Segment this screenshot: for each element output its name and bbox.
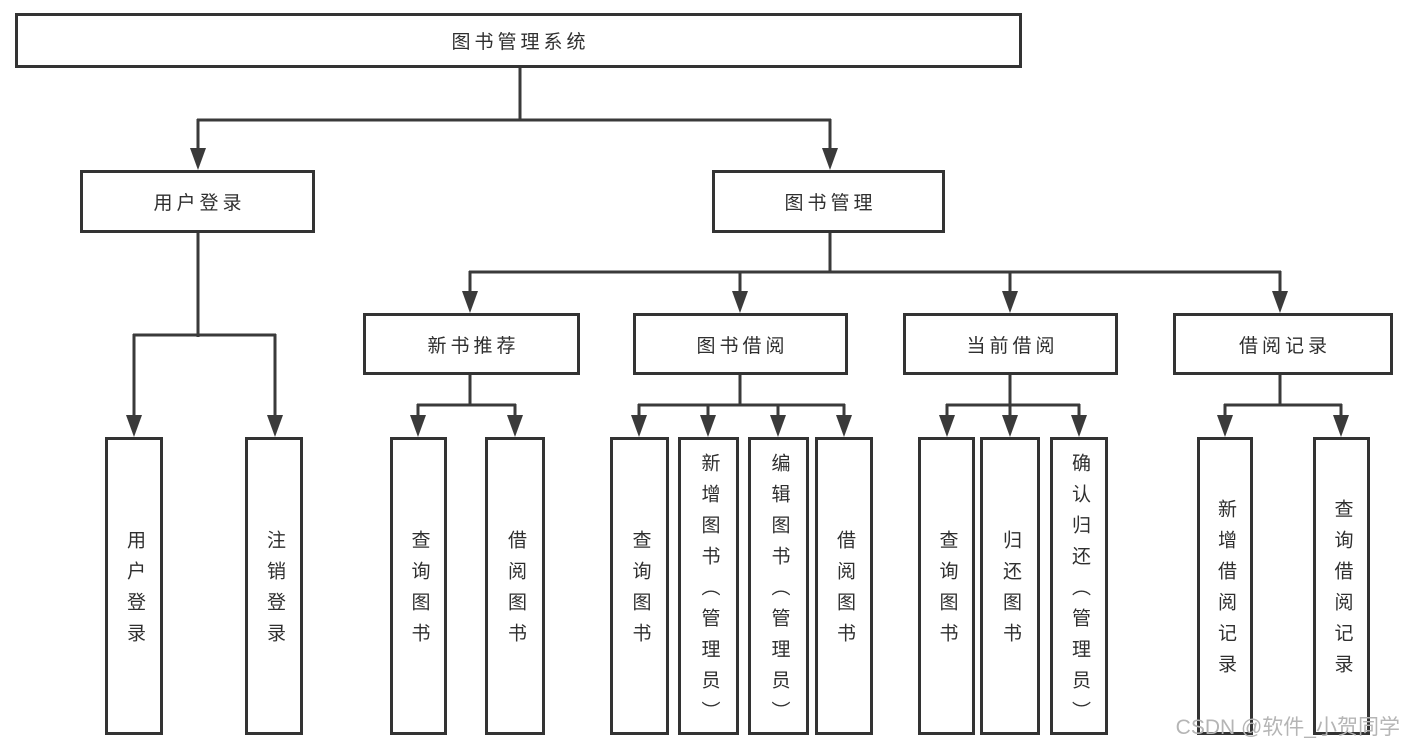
node-label: 新增借阅记录 — [1214, 499, 1236, 685]
leaf-add-book-admin: 新增图书（管理员） — [678, 437, 739, 735]
node-label: 图书管理 — [784, 193, 877, 214]
node-label: 新增图书（管理员） — [698, 452, 720, 732]
node-label: 借阅图书 — [504, 530, 526, 654]
node-label: 新书推荐 — [427, 335, 520, 357]
node-label: 用户登录 — [123, 530, 145, 654]
node-borrowing-records: 借阅记录 — [1173, 313, 1393, 375]
node-label: 确认归还（管理员） — [1068, 452, 1090, 732]
node-label: 当前借阅 — [966, 335, 1059, 357]
leaf-add-borrow-record: 新增借阅记录 — [1197, 437, 1253, 735]
node-book-borrowing: 图书借阅 — [633, 313, 848, 375]
node-label: 查询图书 — [936, 530, 958, 654]
node-label: 归还图书 — [999, 530, 1021, 654]
node-label: 编辑图书（管理员） — [768, 452, 790, 732]
node-user-login: 用户登录 — [80, 170, 315, 233]
node-label: 用户登录 — [153, 193, 246, 214]
node-library-management-system: 图书管理系统 — [15, 13, 1022, 68]
node-label: 图书借阅 — [696, 335, 789, 357]
node-label: 借阅记录 — [1238, 335, 1331, 357]
node-new-book-recommendation: 新书推荐 — [363, 313, 580, 375]
leaf-return-books: 归还图书 — [980, 437, 1040, 735]
leaf-query-books-recommend: 查询图书 — [390, 437, 447, 735]
node-label: 图书管理系统 — [451, 32, 590, 53]
leaf-query-books-current: 查询图书 — [918, 437, 975, 735]
node-book-management: 图书管理 — [712, 170, 945, 233]
node-label: 查询图书 — [408, 530, 430, 654]
node-label: 查询借阅记录 — [1331, 499, 1353, 685]
node-label: 注销登录 — [263, 530, 285, 654]
leaf-query-books-borrow: 查询图书 — [610, 437, 669, 735]
leaf-logout: 注销登录 — [245, 437, 303, 735]
leaf-edit-book-admin: 编辑图书（管理员） — [748, 437, 809, 735]
arrowhead-icons — [126, 148, 1349, 437]
leaf-confirm-return-admin: 确认归还（管理员） — [1050, 437, 1108, 735]
leaf-query-borrow-record: 查询借阅记录 — [1313, 437, 1370, 735]
watermark: CSDN @软件_小贺同学 — [1175, 716, 1400, 739]
node-label: 查询图书 — [629, 530, 651, 654]
node-current-borrowing: 当前借阅 — [903, 313, 1118, 375]
leaf-borrow-books: 借阅图书 — [815, 437, 873, 735]
leaf-borrow-books-recommend: 借阅图书 — [485, 437, 545, 735]
node-label: 借阅图书 — [833, 530, 855, 654]
leaf-user-login: 用户登录 — [105, 437, 163, 735]
